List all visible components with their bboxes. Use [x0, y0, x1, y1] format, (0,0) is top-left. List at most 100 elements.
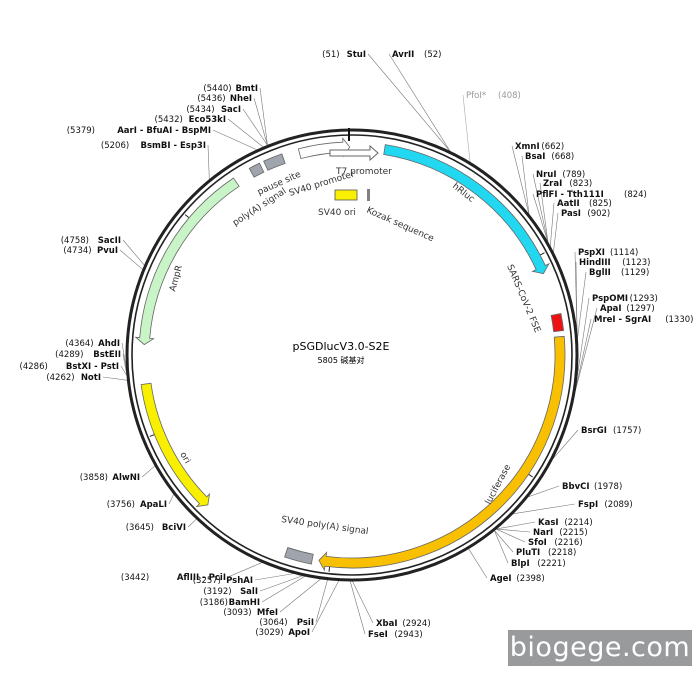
- feature-labels: hRluc SARS-CoV-2 FSE luciferase SV40 pol…: [168, 169, 542, 537]
- site-pos-aari-bfuai-bspmi: (5379): [67, 126, 95, 136]
- plasmid-size: 5805 碱基对: [318, 355, 365, 365]
- site-bglii: BglII: [589, 268, 611, 278]
- site-bsrgi: BsrGI: [581, 426, 607, 436]
- site-avrii: AvrII: [392, 50, 414, 60]
- site-line-pflfi-tth111i: [532, 193, 549, 243]
- site-bsmbi-esp3i: BsmBI - Esp3I: [140, 141, 206, 151]
- site-mfei: MfeI: [257, 608, 278, 618]
- restriction-site-labels: StuI(51)AvrII(52)PfoI*(408)XmnI(662)BsaI…: [20, 50, 694, 640]
- site-line-xbai: [352, 580, 374, 624]
- site-agei: AgeI: [490, 574, 512, 584]
- feature-hrluc: [383, 144, 550, 275]
- site-line-bbvci: [527, 485, 560, 498]
- site-pos-ahdi: (4364): [65, 339, 93, 349]
- backbone-inner-ring: [131, 134, 573, 576]
- t7-promoter-arrow: [329, 144, 379, 162]
- feature-sars-cov-2-fse: [550, 313, 565, 333]
- site-line-pshai: [254, 573, 295, 581]
- site-pos-bsteii: (4289): [55, 350, 83, 360]
- site-line-avrii: [388, 53, 451, 152]
- site-line-agei: [468, 548, 488, 579]
- site-pflfi-tth111i: PflFI - Tth111I: [536, 190, 604, 200]
- site-pos-pvui: (4734): [63, 246, 91, 256]
- site-line-mfei: [279, 578, 322, 613]
- site-fspi: FspI: [578, 500, 598, 510]
- site-pos-nrui: (789): [562, 170, 585, 180]
- site-bmti: BmtI: [235, 84, 258, 94]
- site-hindiii: HindIII: [579, 258, 611, 268]
- site-pvui: PvuI: [97, 246, 118, 256]
- site-line-pfoi: [462, 94, 471, 163]
- feature-ampr: [134, 177, 240, 346]
- site-line-hindiii: [575, 261, 578, 335]
- site-pos-bbvci: (1978): [594, 482, 622, 492]
- site-apali: ApaLI: [140, 500, 167, 510]
- sv40-ori-label: SV40 ori: [318, 208, 356, 218]
- site-bstxi-psti: BstXI - PstI: [66, 362, 119, 372]
- site-bsai: BsaI: [525, 152, 545, 162]
- site-line-sacii: [122, 239, 145, 266]
- site-pos-nhei: (5436): [197, 94, 225, 104]
- site-pspomi: PspOMI: [592, 294, 628, 304]
- sv40-polya-label: SV40 poly(A) signal: [281, 515, 369, 537]
- site-line-pasi: [553, 212, 559, 253]
- site-pos-pspxi: (1114): [610, 248, 638, 258]
- site-line-fspi: [512, 503, 576, 515]
- site-pos-bstxi-psti: (4286): [20, 362, 48, 372]
- site-eco53ki: Eco53kI: [189, 115, 226, 125]
- site-line-fsei: [349, 580, 366, 635]
- site-pos-nari: (2215): [559, 528, 587, 538]
- site-pos-alwni: (3858): [80, 473, 108, 483]
- sv40-ori-box: [334, 189, 358, 201]
- site-pos-bglii: (1129): [621, 268, 649, 278]
- site-line-bsai: [521, 155, 530, 215]
- site-pos-bcivi: (3645): [126, 523, 154, 533]
- site-line-aari-bfuai-bspmi: [212, 129, 258, 151]
- site-line-mrei-sgrai: [574, 318, 592, 394]
- site-line-pvui: [119, 249, 143, 270]
- site-aatii: AatII: [557, 199, 580, 209]
- site-sacii: SacII: [98, 236, 121, 246]
- site-line-bamhi: [261, 575, 306, 603]
- site-pos-bsrgi: (1757): [613, 426, 641, 436]
- site-pos-aatii: (825): [589, 199, 612, 209]
- site-zrai: ZraI: [543, 179, 562, 189]
- site-bamhi: BamHI: [229, 598, 260, 608]
- site-ahdi: AhdI: [98, 339, 120, 349]
- site-xmni: XmnI: [515, 142, 540, 152]
- feature-sv40-poly-a-signal: [284, 547, 314, 565]
- site-bcivi: BciVI: [162, 523, 186, 533]
- site-pfoi: PfoI*: [466, 91, 486, 101]
- site-afliii-pcii: AflIII - PciI: [177, 573, 226, 583]
- site-pos-pfoi: (408): [498, 91, 521, 101]
- site-line-apali: [168, 493, 175, 505]
- site-leader-lines: [102, 53, 598, 635]
- feature-pause-site: [263, 153, 286, 171]
- site-line-bstxi-psti: [120, 365, 128, 377]
- site-aari-bfuai-bspmi: AarI - BfuAI - BspMI: [117, 126, 211, 136]
- feature-arrows: [134, 136, 566, 572]
- site-line-nhei: [253, 97, 268, 146]
- site-line-afliii-pcii: [227, 562, 263, 578]
- site-alwni: AlwNI: [112, 473, 140, 483]
- site-line-bcivi: [187, 518, 197, 528]
- site-line-zrai: [539, 182, 549, 243]
- site-line-nrui: [532, 173, 549, 243]
- watermark-logo: biogege.com: [508, 630, 692, 666]
- site-pos-mfei: (3093): [223, 608, 251, 618]
- site-pspxi: PspXI: [578, 248, 605, 258]
- site-nrui: NruI: [536, 170, 557, 180]
- site-pos-blpi: (2221): [537, 559, 565, 569]
- site-sali: SalI: [240, 587, 258, 597]
- site-pshai: PshAI: [226, 576, 253, 586]
- site-line-blpi: [494, 530, 509, 564]
- site-apoi: ApoI: [288, 628, 310, 638]
- site-psii: PsiI: [297, 618, 314, 628]
- site-pos-stui: (51): [322, 50, 339, 60]
- site-line-aatii: [549, 202, 555, 247]
- site-pos-fsei: (2943): [394, 630, 422, 640]
- site-line-noti: [102, 376, 128, 381]
- site-pos-psii: (3064): [259, 618, 287, 628]
- site-pos-mrei-sgrai: (1330): [665, 315, 693, 325]
- site-pos-kasi: (2214): [564, 518, 592, 528]
